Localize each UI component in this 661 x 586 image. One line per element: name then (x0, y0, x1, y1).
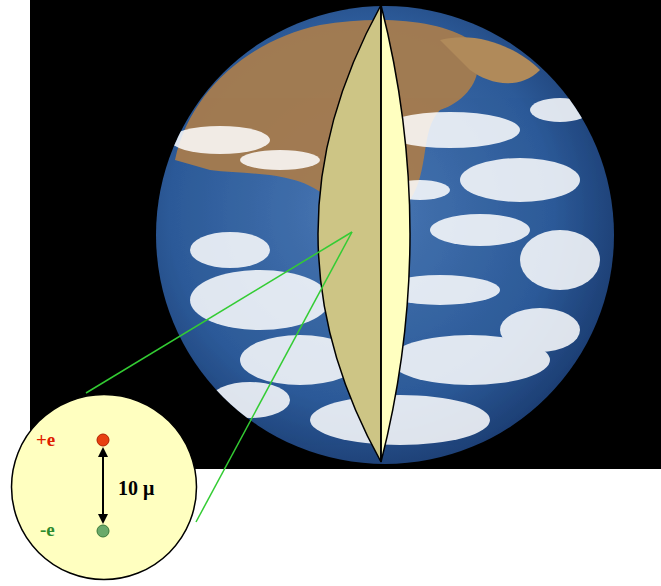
distance-arrow (102, 450, 104, 521)
slice-right-face (381, 5, 410, 462)
charge-label: +e (36, 430, 55, 449)
negative-charge (97, 525, 109, 537)
slice-edge (380, 5, 382, 462)
zoom-line (86, 232, 352, 393)
arrow-head (98, 514, 108, 524)
circle-outline (12, 395, 197, 580)
arrow-head (98, 447, 108, 457)
earth-globe (156, 6, 614, 464)
charge-label: -e (40, 520, 55, 539)
charge-label: 10 μ (118, 478, 154, 498)
zoom-line (196, 232, 352, 522)
zoom-circle: +e 10 μ -e (10, 393, 198, 581)
positive-charge (97, 434, 109, 446)
zoom-circle-outline (10, 393, 198, 581)
